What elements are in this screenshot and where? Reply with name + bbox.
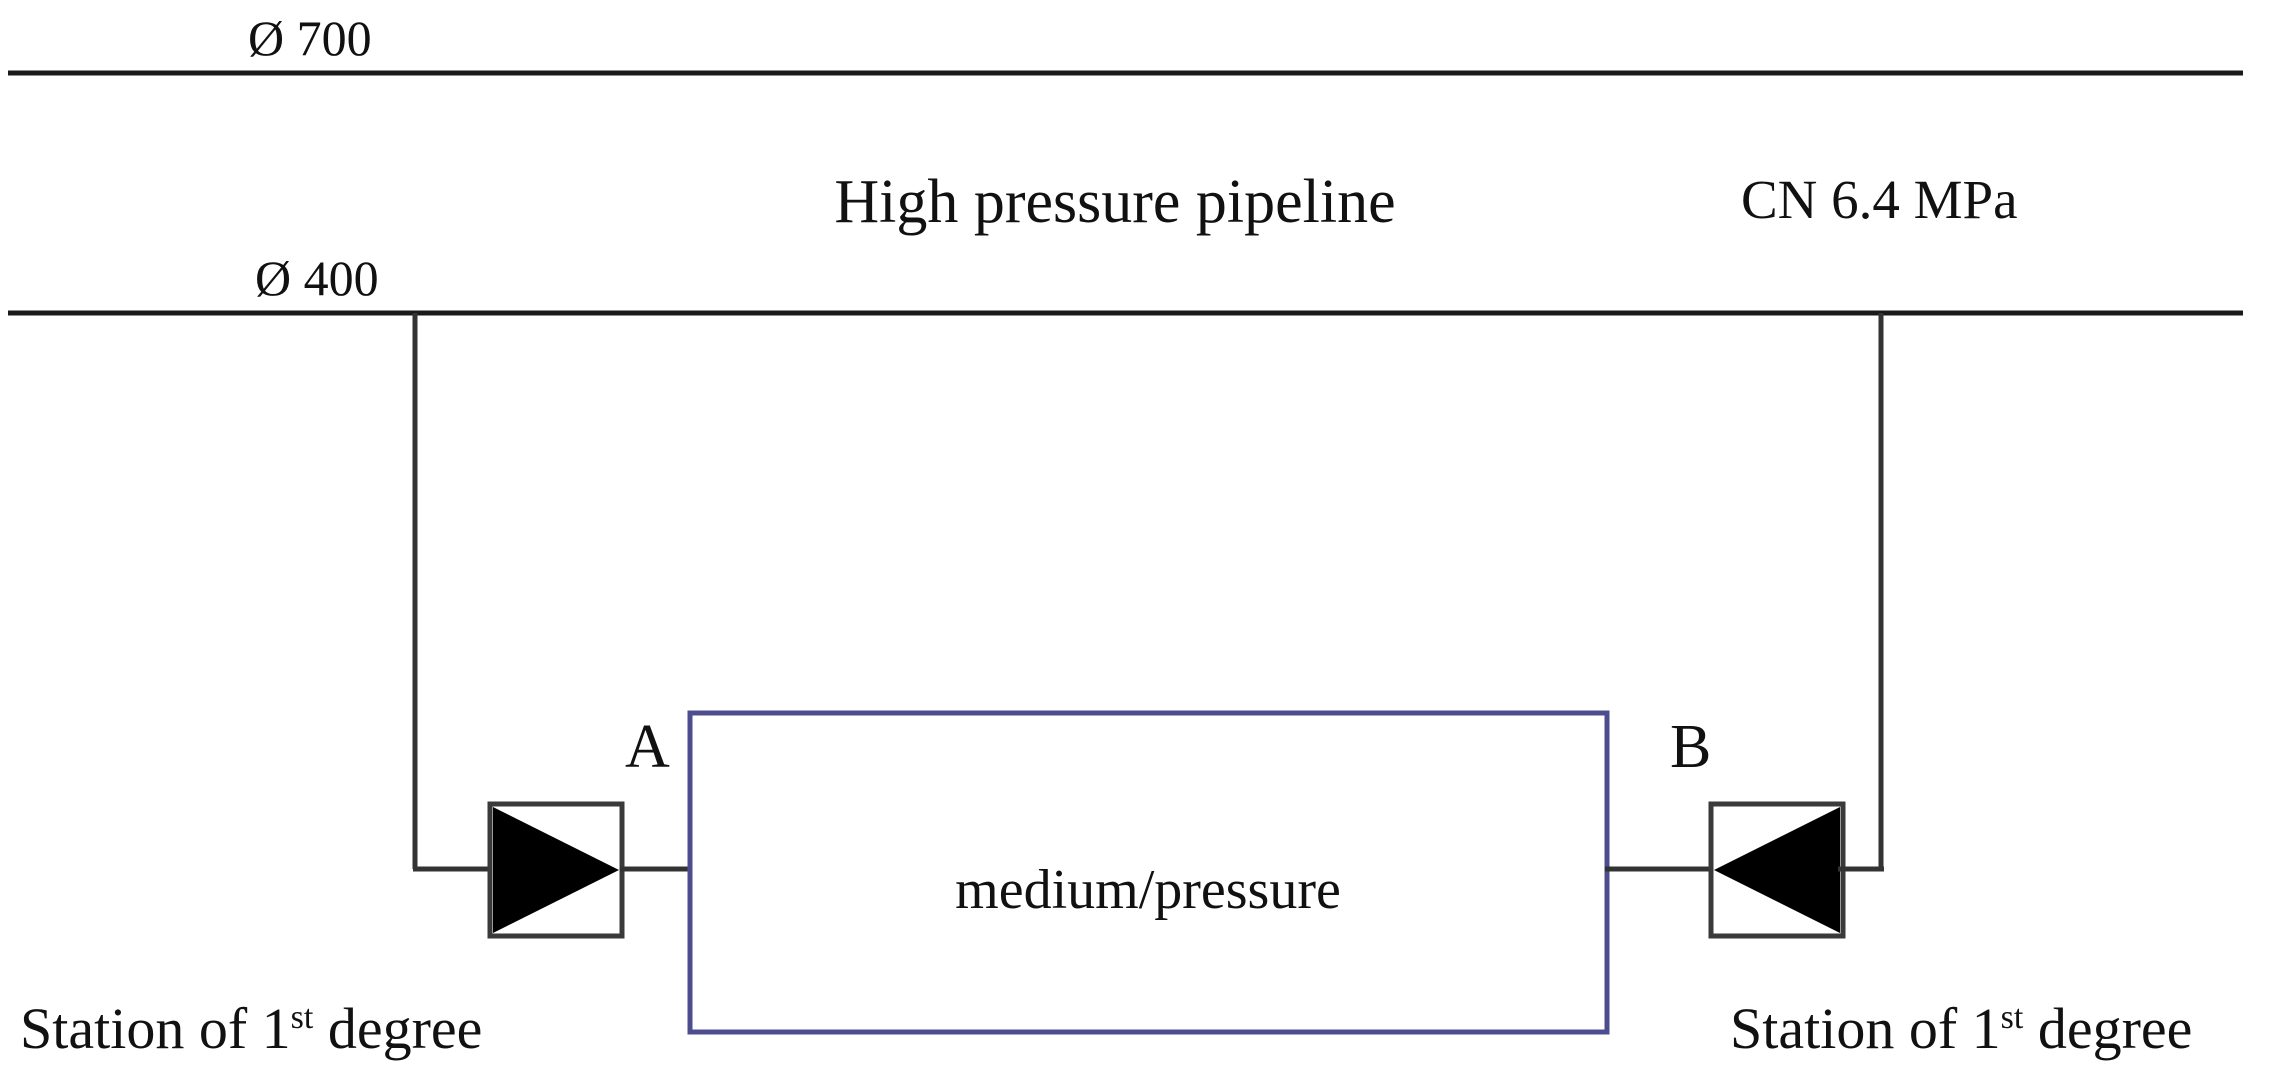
station-left-tail: degree (313, 996, 482, 1061)
station-right-tail: degree (2023, 996, 2192, 1061)
vessel-box[interactable] (687, 710, 1610, 1035)
valve-triangle-right-icon (493, 807, 619, 933)
station-left-label: Station of 1st degree (20, 996, 482, 1061)
station-right-label: Station of 1st degree (1730, 996, 2192, 1061)
vessel-label: medium/pressure (955, 859, 1341, 921)
lower-diameter-label: Ø 400 (255, 250, 379, 306)
port-b-label: B (1670, 713, 1711, 781)
station-left-main: Station of 1 (20, 996, 291, 1061)
upper-diameter-label: Ø 700 (248, 10, 372, 66)
station-left-superscript: st (291, 999, 314, 1036)
station-right-main: Station of 1 (1730, 996, 2001, 1061)
pressure-rating-label: CN 6.4 MPa (1741, 169, 2018, 230)
valve-triangle-left-icon (1714, 807, 1840, 933)
station-right-superscript: st (2001, 999, 2024, 1036)
pipeline-title: High pressure pipeline (834, 168, 1395, 236)
port-a-label: A (625, 713, 670, 781)
